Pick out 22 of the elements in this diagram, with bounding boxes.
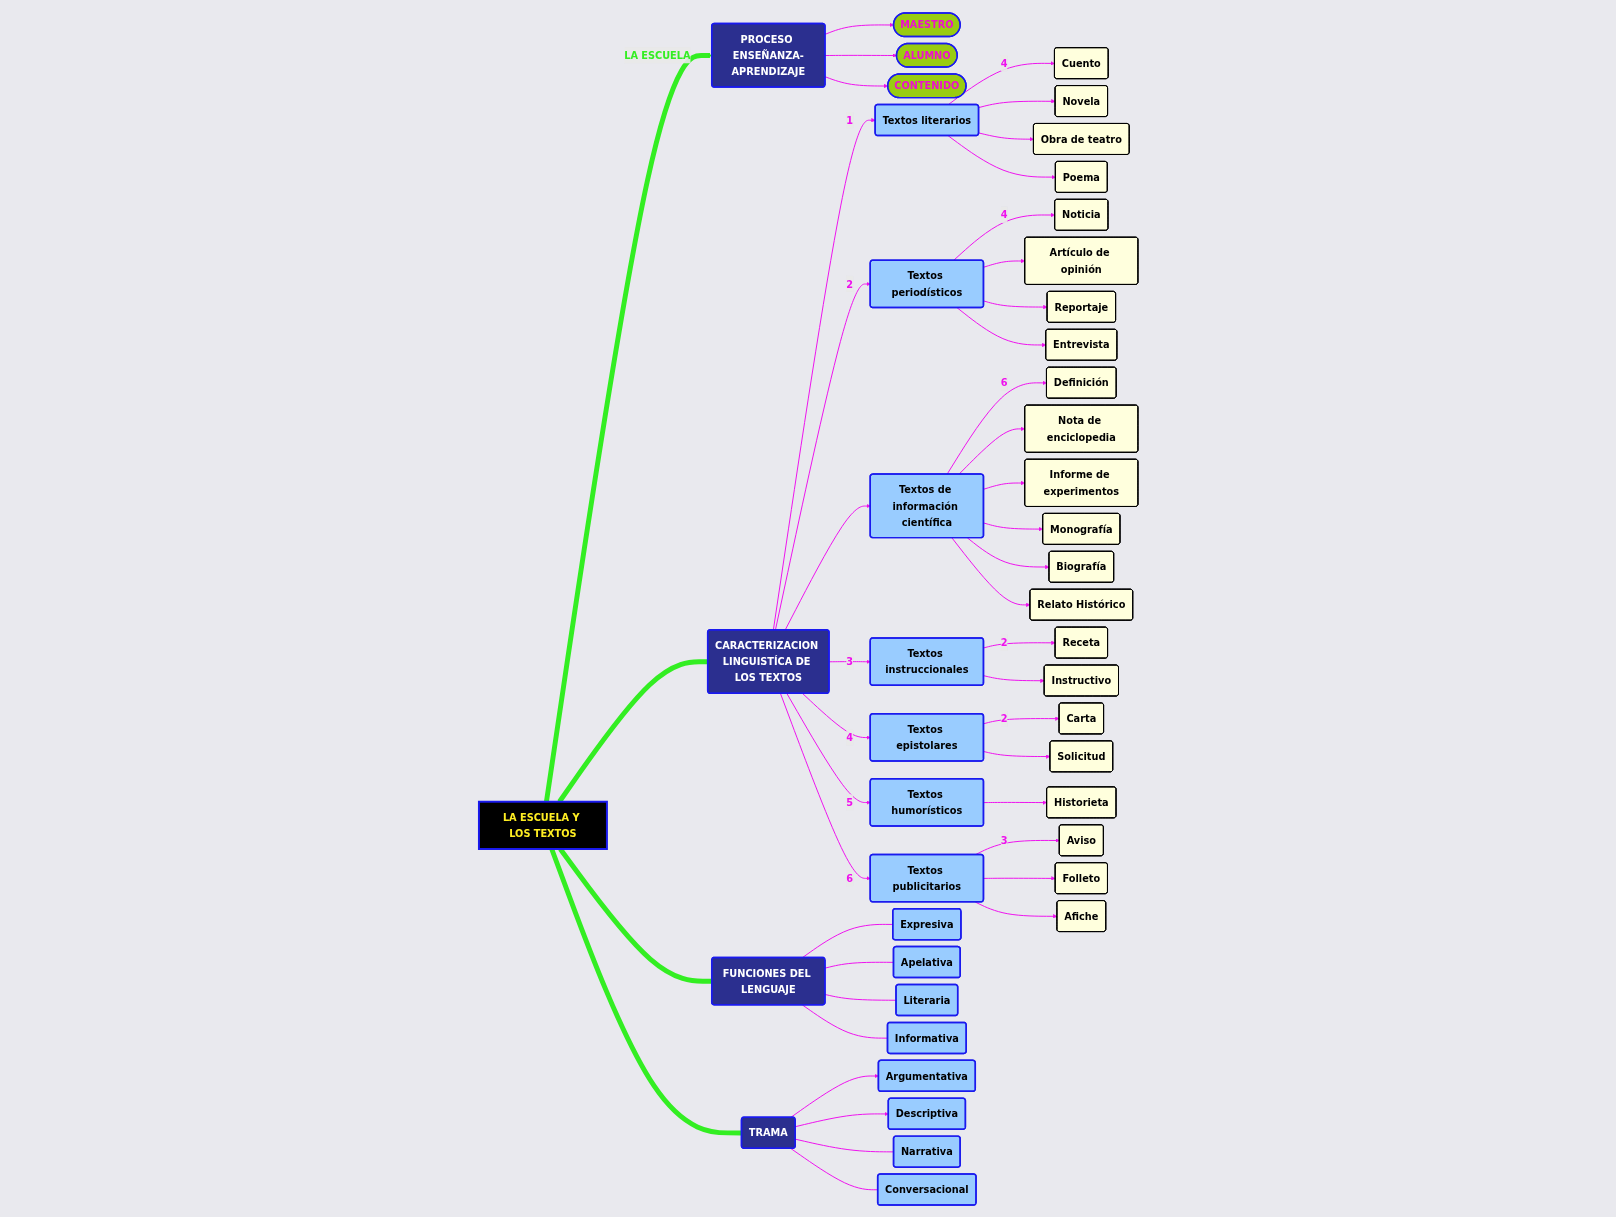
connector — [549, 847, 742, 1135]
edge-label: 2 — [1000, 711, 1008, 725]
edge-label: 6 — [845, 871, 853, 884]
connector — [794, 1138, 894, 1152]
edge-label: 2 — [845, 277, 853, 290]
arrow — [543, 52, 712, 802]
edge-label: 4 — [1000, 208, 1008, 221]
edge-label: 1 — [845, 113, 853, 126]
edge-label: 4 — [1000, 56, 1008, 69]
edge-label: 2 — [1000, 635, 1008, 649]
node-box: LA ESCUELA Y LOS TEXTOS — [477, 800, 608, 850]
edge-label: LA ESCUELA — [623, 48, 691, 61]
edge-label: 4 — [845, 730, 853, 744]
connector — [824, 961, 894, 969]
connector — [557, 658, 708, 803]
edge-label: 3 — [845, 654, 853, 668]
connector — [557, 847, 712, 984]
connector — [789, 1147, 878, 1190]
edge-label: 5 — [845, 795, 853, 808]
edge-label: 3 — [1000, 833, 1008, 846]
connector — [801, 1003, 888, 1039]
edge-label: 6 — [1000, 376, 1008, 389]
